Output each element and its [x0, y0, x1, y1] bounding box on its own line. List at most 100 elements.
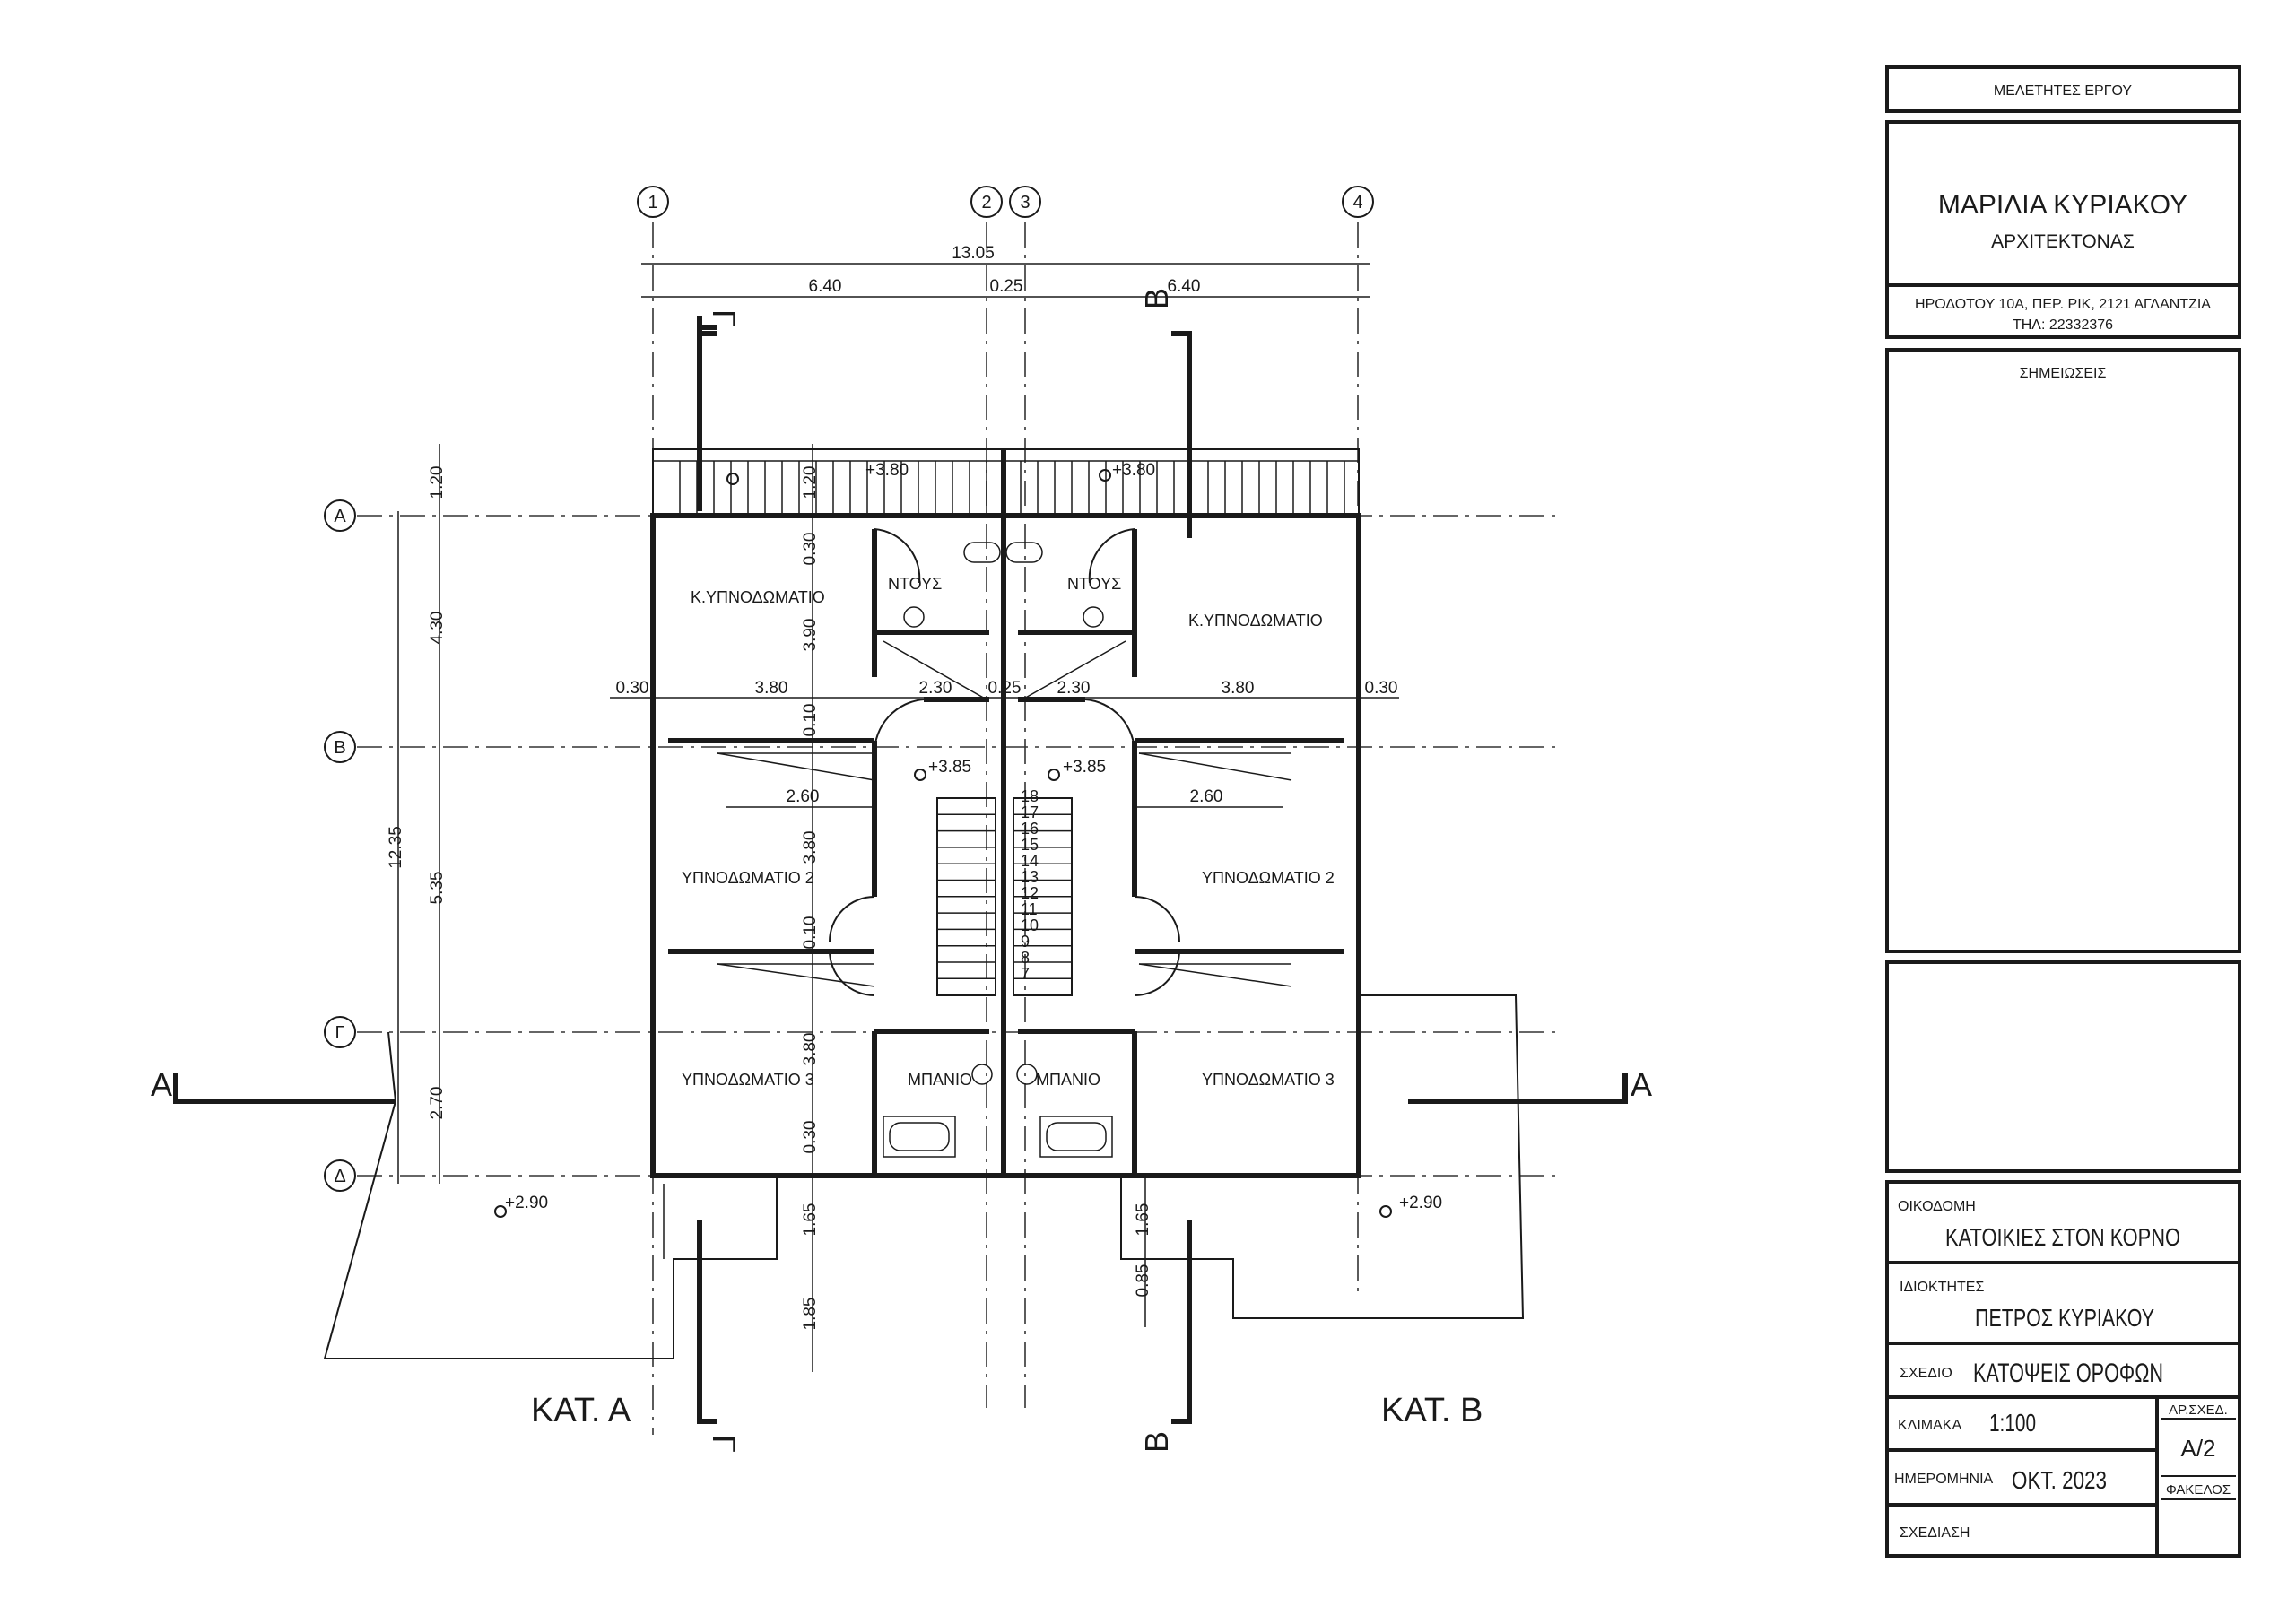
drawing-label: 3.80 [801, 831, 820, 864]
drawing-label: 1.85 [801, 1298, 820, 1331]
fixtures [883, 542, 1113, 1158]
drawing-label: 2.70 [428, 1087, 447, 1120]
drawing-label: +3.85 [928, 758, 971, 777]
top-dimensions: 13.05 6.40 0.25 6.40 [641, 244, 1370, 298]
drawing-label: 10 [1021, 916, 1039, 934]
drawing-label: 16 [1021, 820, 1039, 838]
architect-name: ΜΑΡΙΛΙΑ ΚΥΡΙΑΚΟΥ [1938, 190, 2187, 220]
drawing-label: 0.30 [801, 1121, 820, 1154]
grid-col-3: 3 [1020, 193, 1030, 213]
drawing-label: 0.10 [801, 704, 820, 737]
sheet-number: Α/2 [2180, 1435, 2215, 1462]
drawing-label: ΚΛΙΜΑΚΑ [1898, 1418, 1961, 1433]
section-markers: A A Γ Γ B B ΚΑΤ. Α ΚΑΤ. Β [151, 288, 1652, 1453]
grid-col-1: 1 [648, 193, 657, 213]
grid-col-2: 2 [981, 193, 991, 213]
drawing-label: 0.30 [616, 679, 649, 698]
drawing-label: 12.35 [387, 826, 405, 869]
drawing-label: ΣΧΕΔΙΑΣΗ [1900, 1525, 1970, 1541]
title-block: ΜΕΛΕΤΗΤΕΣ ΕΡΓΟΥ ΜΑΡΙΛΙΑ ΚΥΡΙΑΚΟΥ ΑΡΧΙΤΕΚ… [1885, 65, 2241, 1558]
grid-row-d: Δ [334, 1167, 345, 1186]
drawing-label: 2.60 [787, 787, 820, 806]
drawing-label: ΜΕΛΕΤΗΤΕΣ ΕΡΓΟΥ [1994, 83, 2133, 99]
drawing-title: ΚΑΤΟΨΕΙΣ ΟΡΟΦΩΝ [1973, 1359, 2163, 1388]
drawing-label: ΗΜΕΡΟΜΗΝΙΑ [1894, 1472, 1994, 1487]
drawing-label: 11 [1021, 900, 1038, 918]
drawing-label: 0.85 [1134, 1264, 1152, 1298]
drawing-label: 2.30 [919, 679, 952, 698]
grid-col-4: 4 [1352, 193, 1362, 213]
drawing-label: 4.30 [428, 612, 447, 645]
room-bed3-b: ΥΠΝΟΔΩΜΑΤΙΟ 3 [1202, 1071, 1335, 1089]
grid-row-a: Α [334, 507, 346, 526]
walls [650, 449, 1361, 1178]
drawing-label: ΟΙΚΟΔΟΜΗ [1898, 1199, 1976, 1214]
drawing-label: 0.10 [801, 916, 820, 950]
room-labels: Κ.ΥΠΝΟΔΩΜΑΤΙΟ Κ.ΥΠΝΟΔΩΜΑΤΙΟ ΝΤΟΥΣ ΝΤΟΥΣ … [682, 575, 1335, 1089]
drawing-label: 9 [1021, 933, 1030, 951]
drawing-label: 17 [1021, 803, 1039, 821]
drawing-label: B [1138, 1431, 1175, 1453]
drawing-label: ΑΡ.ΣΧΕΔ. [2169, 1403, 2228, 1418]
drawing-label: 3.80 [1222, 679, 1255, 698]
drawing-label: 3.80 [801, 1033, 820, 1066]
drawing-label: +3.80 [865, 461, 909, 480]
grid-row-b: Β [334, 738, 345, 758]
drawing-label: 0.25 [990, 277, 1023, 296]
drawing-label: 12 [1021, 884, 1039, 902]
grid-axes [357, 222, 1561, 1435]
drawing-label: A [1631, 1066, 1652, 1103]
room-bed3-a: ΥΠΝΟΔΩΜΑΤΙΟ 3 [682, 1071, 814, 1089]
drawing-label: ΣΗΜΕΙΩΣΕΙΣ [2020, 366, 2107, 381]
vertical-dimensions: 1.20 4.30 5.35 2.70 12.35 1.20 0.30 3.90… [387, 444, 1152, 1372]
unit-a-label: ΚΑΤ. Α [531, 1392, 631, 1429]
drawing-label: A [151, 1066, 172, 1103]
drawing-label: ΑΡΧΙΤΕΚΤΟΝΑΣ [1991, 231, 2135, 252]
room-bath-b: ΜΠΑΝΙΟ [1036, 1071, 1100, 1089]
drawing-label: 14 [1021, 852, 1039, 870]
unit-b-label: ΚΑΤ. Β [1381, 1392, 1483, 1429]
scale-value: 1:100 [1989, 1409, 2036, 1437]
drawing-label: 8 [1021, 949, 1030, 967]
room-shower-b: ΝΤΟΥΣ [1067, 575, 1121, 593]
drawing-label: 1.20 [801, 466, 820, 499]
drawing-label: ΦΑΚΕΛΟΣ [2166, 1482, 2231, 1498]
drawing-label: 2.60 [1190, 787, 1223, 806]
drawing-label: 3.90 [801, 619, 820, 652]
drawing-label: 13 [1021, 868, 1039, 886]
room-bath-a: ΜΠΑΝΙΟ [908, 1071, 972, 1089]
drawing-label: 1.65 [1134, 1203, 1152, 1237]
drawing-label: 5.35 [428, 872, 447, 905]
room-master-b: Κ.ΥΠΝΟΔΩΜΑΤΙΟ [1188, 612, 1323, 630]
staircase: 18 17 16 15 14 13 12 11 10 9 8 7 [936, 787, 1073, 996]
drawing-label: 0.25 [988, 679, 1022, 698]
drawing-label: ΙΔΙΟΚΤΗΤΕΣ [1900, 1280, 1984, 1295]
grid-row-g: Γ [335, 1023, 344, 1043]
drawing-label: 6.40 [809, 277, 842, 296]
room-bed2-a: ΥΠΝΟΔΩΜΑΤΙΟ 2 [682, 869, 814, 887]
date-value: ΟΚΤ. 2023 [2012, 1466, 2107, 1494]
room-shower-a: ΝΤΟΥΣ [888, 575, 942, 593]
drawing-label: 6.40 [1168, 277, 1201, 296]
room-master-a: Κ.ΥΠΝΟΔΩΜΑΤΙΟ [691, 588, 825, 606]
drawing-label: Γ [706, 1435, 743, 1453]
level-marks: +3.80 +3.80 +3.85 +3.85 +2.90 +2.90 [494, 461, 1442, 1218]
inner-dimensions: 0.30 3.80 2.30 0.25 2.30 3.80 0.30 2.60 … [610, 679, 1399, 808]
drawing-label: ΤΗΛ: 22332376 [2013, 317, 2113, 333]
drawing-label: 1.65 [801, 1203, 820, 1237]
building-name: ΚΑΤΟΙΚΙΕΣ ΣΤΟΝ ΚΟΡΝΟ [1945, 1223, 2180, 1251]
drawing-label: 18 [1021, 787, 1039, 805]
drawing-label: Γ [706, 309, 743, 327]
drawing-label: 0.30 [1365, 679, 1398, 698]
drawing-label: ΗΡΟΔΟΤΟΥ 10Α, ΠΕΡ. ΡΙΚ, 2121 ΑΓΛΑΝΤΖΙΑ [1915, 297, 2211, 312]
drawing-label: B [1138, 288, 1175, 309]
drawing-label: 2.30 [1057, 679, 1091, 698]
drawing-label: 3.80 [755, 679, 788, 698]
grid-bubbles: 1 2 3 4 Α Β Γ Δ [324, 186, 1374, 1192]
drawing-label: +3.80 [1112, 461, 1155, 480]
drawing-label: ΣΧΕΔΙΟ [1900, 1366, 1952, 1381]
drawing-label: 13.05 [952, 244, 995, 263]
drawing-label: 15 [1021, 836, 1039, 854]
drawing-label: 7 [1021, 965, 1030, 983]
